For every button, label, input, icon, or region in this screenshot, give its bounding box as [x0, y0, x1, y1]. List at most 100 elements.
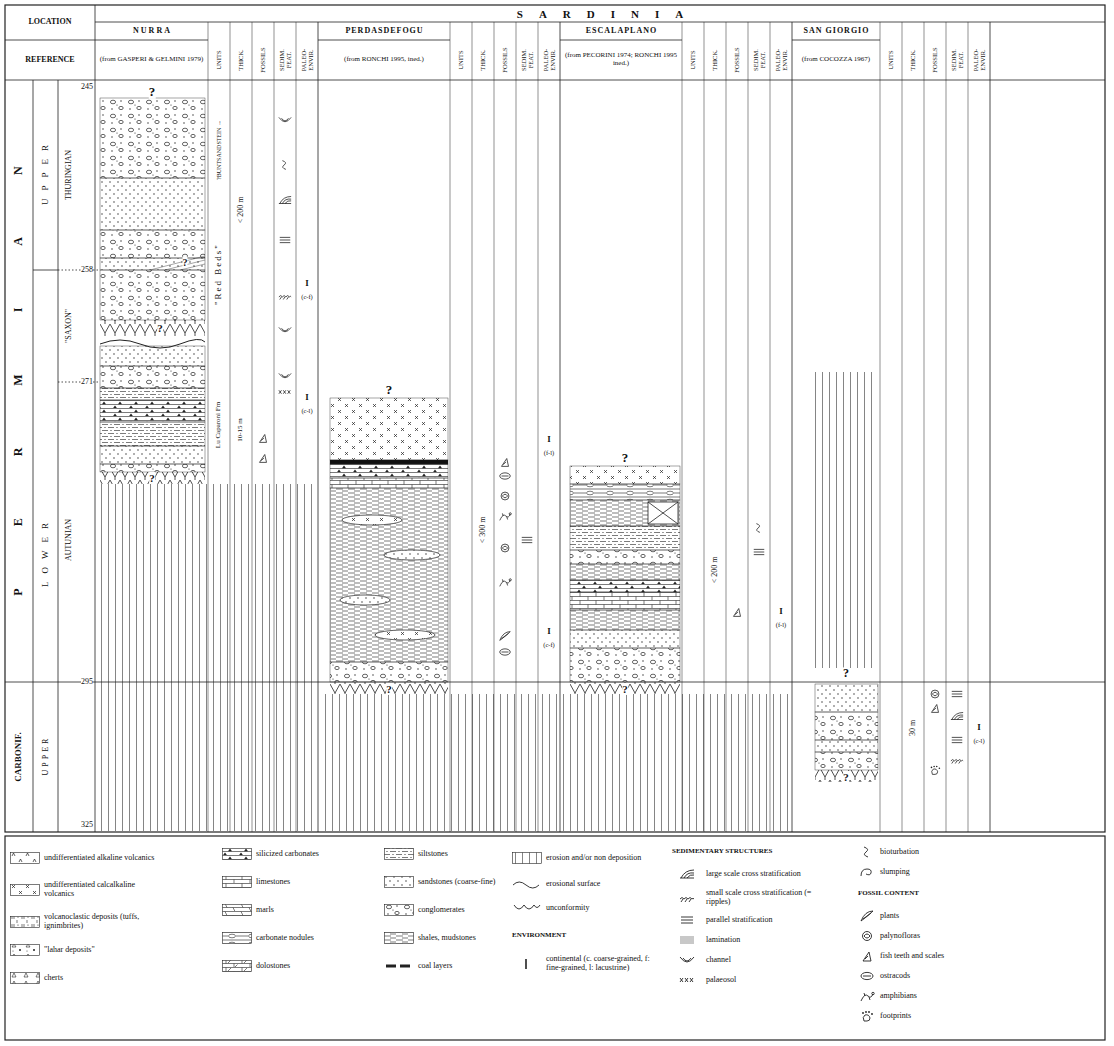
legend-swatch [858, 909, 876, 923]
legend-text: erosion and/or non deposition [546, 854, 658, 863]
column-symbols [952, 737, 963, 742]
column-heading: UNITS [215, 40, 222, 80]
column-symbols [501, 492, 509, 500]
period-name: PERMIAN [12, 104, 25, 657]
column-symbols [500, 513, 512, 521]
legend-text: sandstones (coarse-fine) [418, 878, 504, 887]
legend-text: undifferentiated alkaline volcanics [44, 854, 156, 863]
legend-swatch [384, 875, 414, 889]
symbol-sample [861, 911, 873, 921]
san-giorgio-lithology [815, 752, 878, 770]
column-symbols [932, 705, 939, 713]
column-heading: PALEO-ENVIR. [774, 40, 788, 80]
pattern-sample [385, 933, 414, 944]
environment-mark: I [779, 607, 783, 617]
escalaplano-lithology [570, 648, 680, 682]
legend-swatch [512, 957, 542, 971]
legend-swatch [672, 933, 702, 947]
perdasdefogu-lithology [384, 550, 440, 560]
legend-swatch [672, 867, 702, 881]
legend-heading: ENVIRONMENT [512, 932, 566, 940]
legend-text: volcanoclastic deposits (tuffs, ignimbri… [44, 913, 156, 931]
legend-text: fish teeth and scales [880, 952, 1020, 961]
pattern-sample [11, 945, 40, 956]
column-heading: PALEO-ENVIR. [542, 40, 556, 80]
legend-text: unconformity [546, 904, 658, 913]
symbol-sample [863, 952, 871, 961]
legend-swatch [512, 877, 542, 891]
legend-swatch [672, 891, 702, 905]
column-symbols [279, 296, 291, 300]
line-sample [386, 965, 410, 968]
column-symbols [260, 117, 964, 774]
age-number: 245 [81, 83, 93, 92]
perdasdefogu-lithology [330, 478, 448, 488]
nurra-lithology [100, 98, 205, 484]
legend-swatch [672, 953, 702, 967]
perdasdefogu-lithology [384, 550, 440, 560]
age-number: 258 [81, 266, 93, 275]
escalaplano-lithology [648, 502, 678, 524]
legend-swatch [672, 973, 702, 987]
legend-text: slumping [880, 868, 1020, 877]
environment-mark: I [547, 435, 551, 445]
age-number: 295 [81, 678, 93, 687]
query-mark: ? [157, 322, 163, 334]
san-giorgio-lithology [815, 684, 878, 712]
perdasdefogu-lithology [330, 398, 448, 694]
legend-heading: FOSSIL CONTENT [858, 890, 919, 898]
legend-text: small scale cross stratification (= ripp… [706, 889, 836, 907]
pattern-sample [223, 961, 252, 972]
column-symbols [522, 537, 533, 542]
erosion-hatching [96, 372, 878, 831]
column-heading: SEDIM. FEAT. [752, 40, 766, 80]
legend-swatch [672, 913, 702, 927]
column-symbols [500, 579, 512, 587]
environment-mark: I [305, 393, 309, 403]
column-symbols [282, 161, 286, 170]
legend-swatch [10, 883, 40, 897]
nurra-lithology [100, 346, 205, 366]
erosion-hatching [815, 372, 878, 668]
reference-note: (from COCOZZA 1967) [795, 56, 877, 64]
location-name: NURRA [131, 27, 172, 36]
pattern-sample [223, 849, 252, 860]
column-heading: REFERENCE [25, 56, 74, 65]
legend-swatch [222, 931, 252, 945]
column-symbols [734, 609, 741, 617]
legend-text: cherts [44, 974, 156, 983]
pattern-sample [11, 853, 40, 864]
column-heading: THICK. [237, 40, 244, 80]
legend-text: "lahar deposits" [44, 946, 156, 955]
column-symbols [279, 390, 290, 394]
nurra-lithology [100, 472, 205, 484]
column-symbols [500, 473, 511, 479]
column-heading: LOCATION [29, 18, 72, 27]
perdasdefogu-lithology [375, 630, 435, 640]
epoch-name: UPPER [41, 137, 51, 213]
escalaplano-lithology [570, 526, 680, 550]
column-symbols [279, 197, 291, 204]
escalaplano-lithology [570, 592, 680, 610]
symbol-sample [680, 937, 694, 943]
column-symbols [500, 649, 511, 655]
erosion-hatching [96, 484, 317, 831]
legend-text: shales, mudstones [418, 934, 504, 943]
legend-text: conglomerates [418, 906, 504, 915]
environment-code: (c-f) [301, 293, 313, 300]
reference-note: (from PECORINI 1974; RONCHI 1995 ined.) [563, 52, 679, 67]
column-symbols [951, 713, 963, 720]
location-name: SAN GIORGIO [803, 27, 870, 36]
legend-text: erosional surface [546, 880, 658, 889]
legend-text: continental (c. coarse-grained, f: fine-… [546, 955, 658, 973]
legend-text: palynofloras [880, 932, 1020, 941]
erosion-hatching [319, 694, 559, 831]
symbol-sample [680, 870, 694, 878]
query-mark: ? [622, 683, 628, 695]
nurra-lithology [100, 270, 205, 320]
legend-text: large scale cross stratification [706, 870, 836, 879]
san-giorgio-lithology [815, 684, 878, 782]
column-heading: SEDIM. FEAT. [278, 40, 292, 80]
nurra-lithology [100, 400, 205, 422]
thickness-value: 30 m [909, 720, 918, 736]
